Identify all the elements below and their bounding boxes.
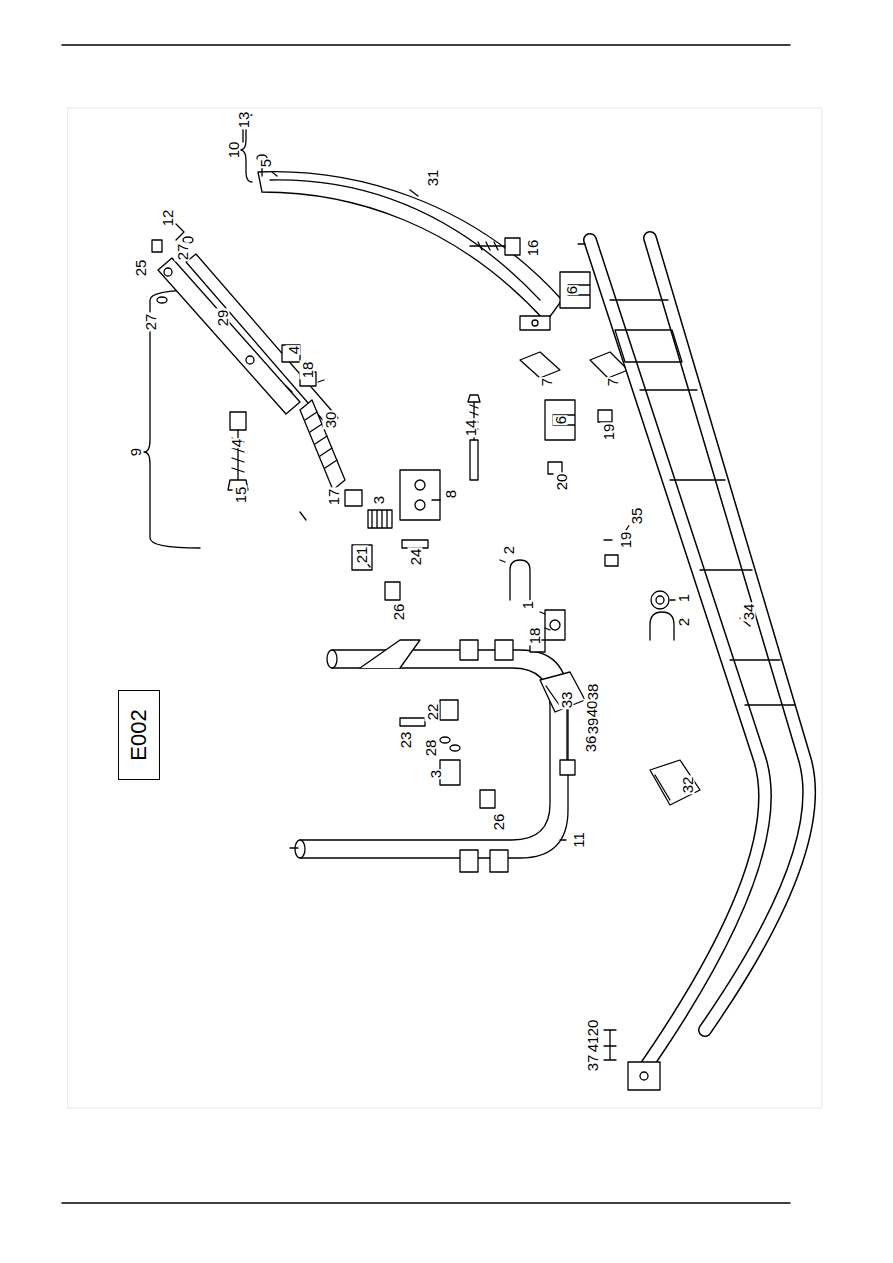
callout-number: 7 [539,377,554,387]
figure-frame [68,108,822,1108]
callout-number: 35 [629,507,644,526]
callout-number: 8 [443,489,458,499]
callout-number: 6 [553,415,568,425]
callout-number: 11 [571,831,586,849]
callout-number: 31 [425,169,440,188]
figure-code-box: E002 [118,690,160,780]
callout-number: 24 [408,548,423,567]
callout-number: 25 [133,259,148,278]
callout-number: 13 [236,111,251,130]
callout-number: 15 [233,486,248,505]
page-rule [62,1202,790,1204]
callout-number: 18 [527,627,542,646]
callout-number: 21 [354,546,369,565]
callout-number: 5 [258,158,273,168]
callout-number: 6 [564,285,579,295]
callout-number: 27 [175,243,190,262]
callout-number: 1 [676,593,691,603]
base-frame-part [590,238,809,1090]
callout-number: 17 [326,488,341,507]
callout-number: 29 [215,309,230,328]
callout-number: 19 [618,531,633,550]
callout-number: 3 [428,769,443,779]
callout-number: 3 [371,495,386,505]
callout-number: 27 [143,313,158,332]
callout-number: 26 [391,603,406,622]
callout-number: 16 [525,239,540,258]
callout-number: 41 [585,1035,600,1054]
leader-lines [272,172,750,848]
callout-number: 33 [559,691,574,710]
callout-number: 40 [584,700,599,719]
callout-number: 12 [160,209,175,228]
callout-number: 2 [501,545,516,555]
u-frame-part [295,560,568,872]
callout-number: 14 [463,419,478,438]
screw-part [238,128,267,176]
callout-number: 38 [585,683,600,702]
callout-number: 10 [226,141,241,160]
callout-number: 32 [680,776,695,795]
callout-number: 22 [425,703,440,722]
callout-number: 26 [491,813,506,832]
strap-part [258,172,562,330]
callout-number: 4 [229,438,244,448]
callout-number: 18 [300,361,315,380]
callout-number: 7 [605,377,620,387]
callout-number: 39 [585,717,600,736]
callout-number: 30 [323,411,338,430]
callout-number: 2 [676,617,691,627]
figure-code: E002 [128,709,150,760]
joint-part [345,470,440,600]
callout-number: 20 [554,473,569,492]
callout-number: 37 [585,1054,600,1073]
clip-part [540,672,700,805]
arm-part [152,224,345,490]
callout-number: 34 [741,603,756,622]
callout-number: 36 [583,735,598,754]
callout-number: 1 [520,600,535,610]
callout-number: 23 [398,731,413,750]
callout-number: 4 [286,345,301,355]
callout-number: 28 [423,739,438,758]
callout-number: 9 [128,447,143,457]
callout-number: 20 [585,1019,600,1038]
page-rule [62,44,790,46]
callout-number: 19 [601,423,616,442]
